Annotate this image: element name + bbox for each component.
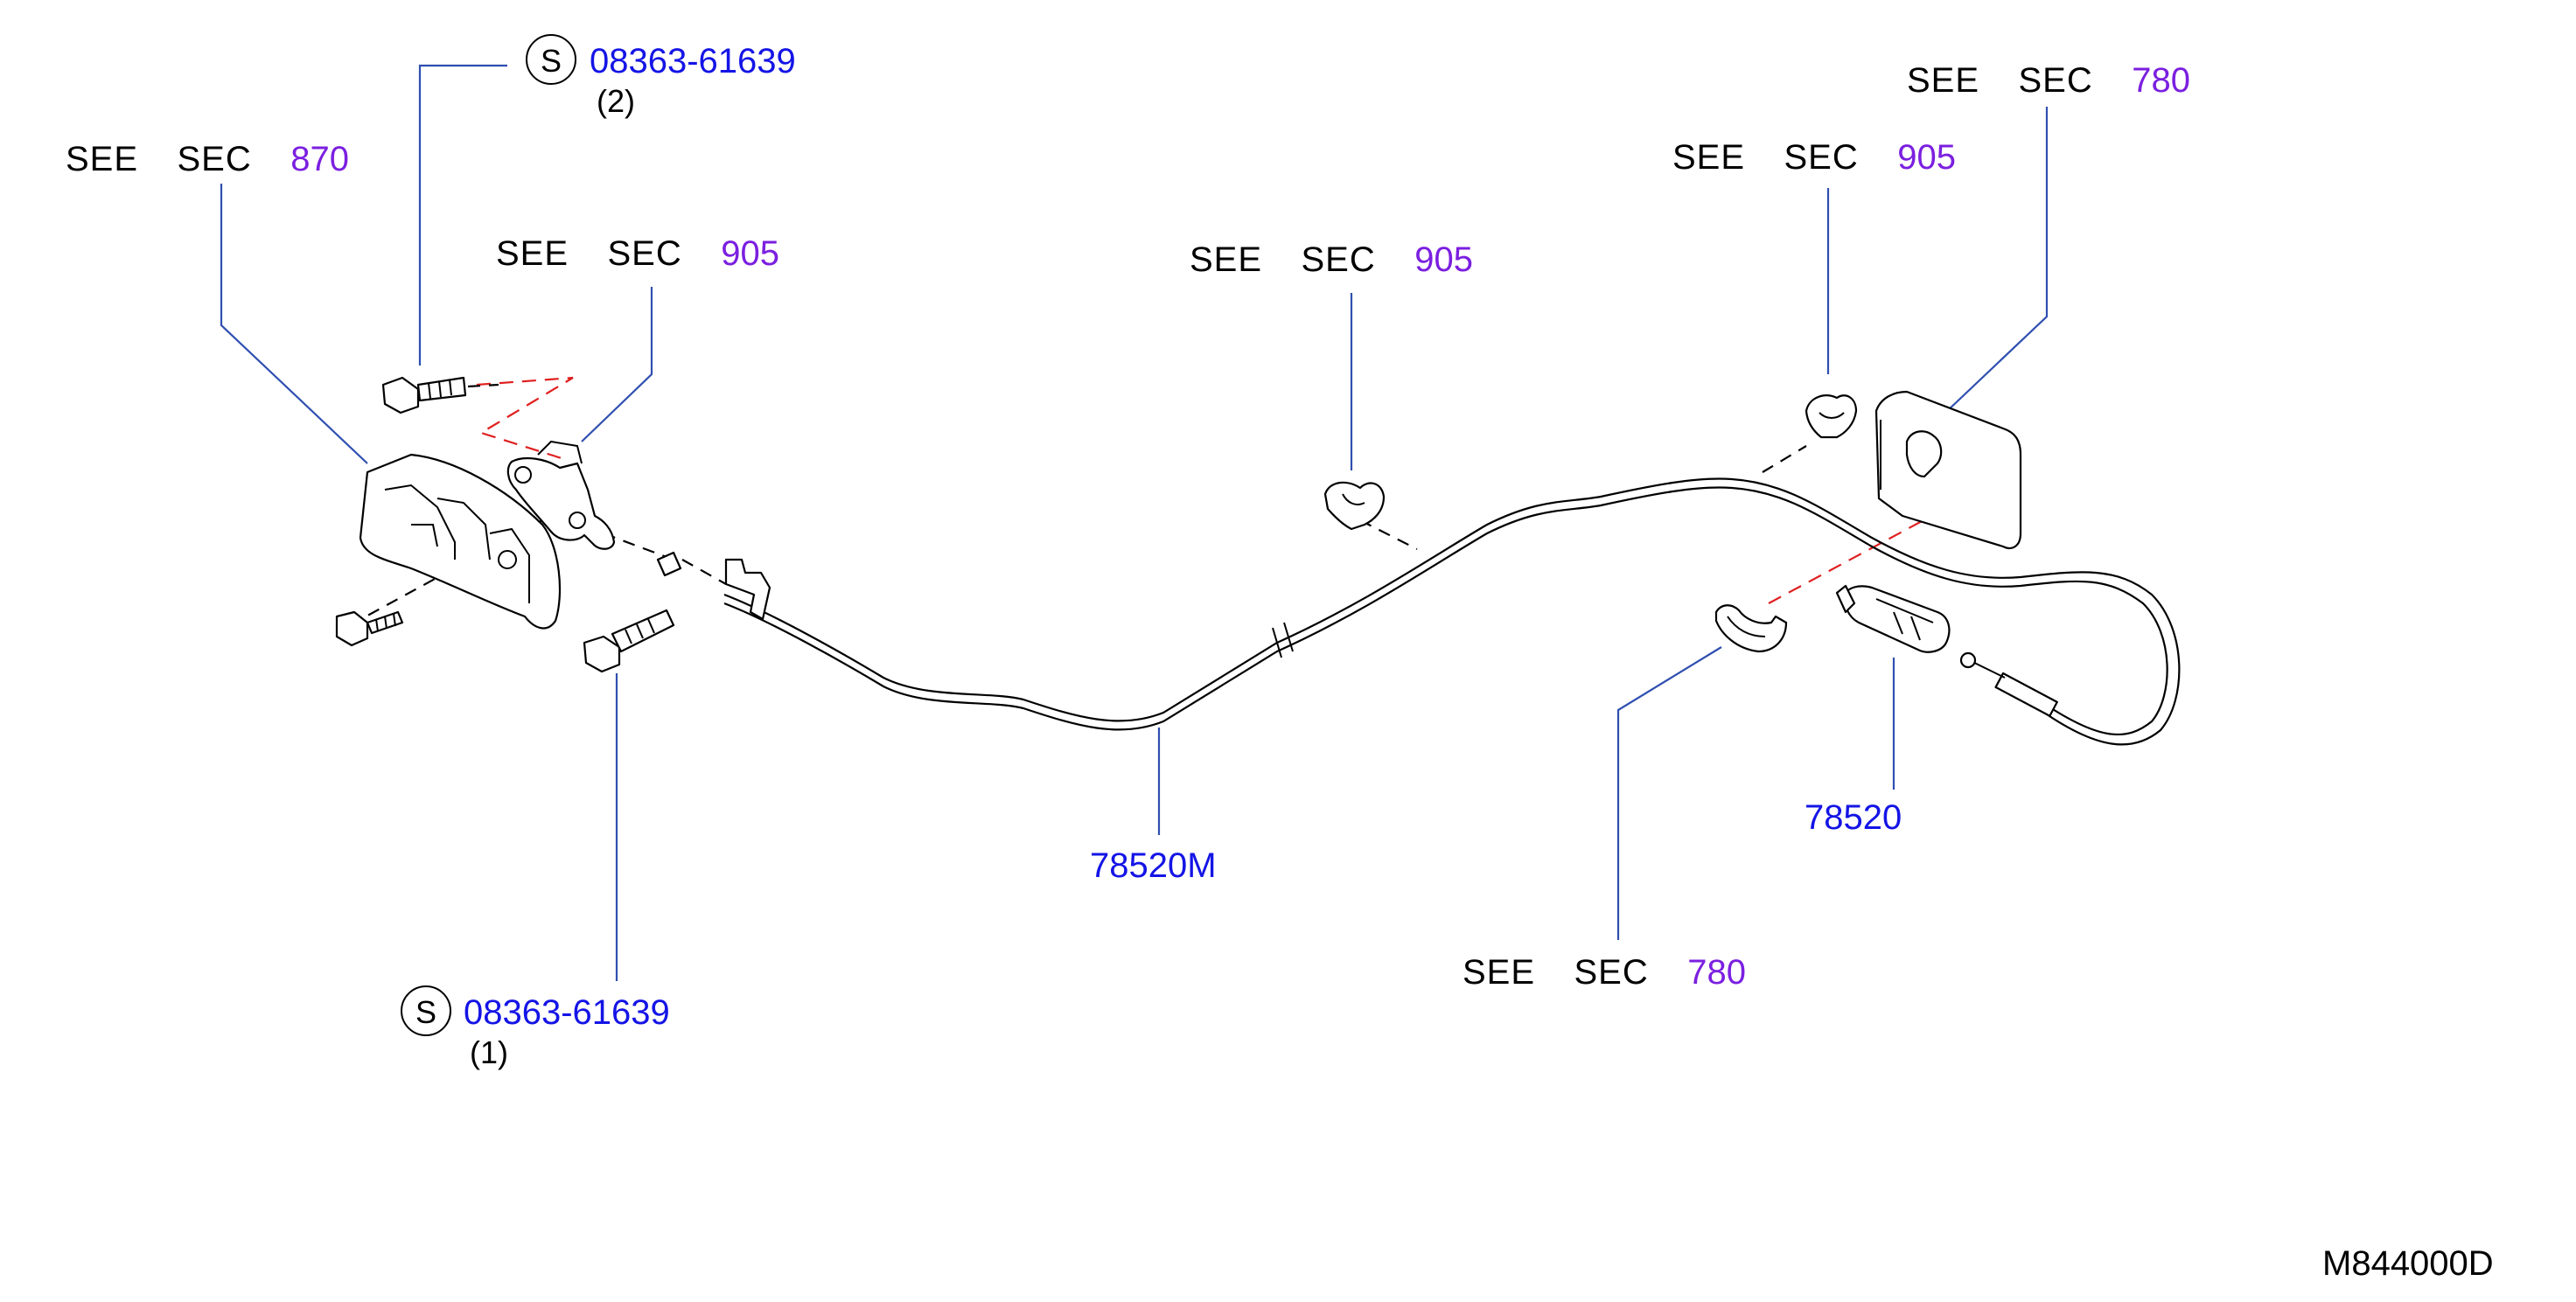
see-word: SEE [1907, 61, 1980, 100]
see-word: SEE [1463, 953, 1536, 992]
sec-word: SEC [1574, 953, 1649, 992]
standard-part-symbol: S [526, 34, 576, 85]
handle-bracket [1874, 390, 2022, 549]
callout-sec-870[interactable]: SEE SEC 870 [66, 142, 349, 177]
assembly-line-right-clip [1762, 445, 1807, 473]
section-number[interactable]: 780 [1687, 953, 1746, 992]
hood-lock-assembly [359, 453, 562, 630]
leader-sec780-top [1928, 107, 2049, 429]
release-cable-inner [723, 486, 2168, 736]
part-number-bolt-bottom[interactable]: 08363-61639 [464, 993, 670, 1032]
lock-bracket [506, 440, 616, 550]
part-number-bolt-top[interactable]: 08363-61639 [590, 42, 796, 80]
part-number-cable[interactable]: 78520M [1090, 846, 1217, 885]
section-number[interactable]: 905 [1414, 240, 1473, 279]
cable-band [1272, 622, 1294, 658]
cable-lock-end [656, 551, 771, 621]
section-number[interactable]: 905 [1897, 138, 1956, 177]
diagram-code: M844000D [2322, 1244, 2494, 1283]
leader-sec870 [220, 184, 368, 464]
callout-sec-780-top[interactable]: SEE SEC 780 [1907, 63, 2190, 98]
lock-screw [335, 610, 404, 647]
part-number-handle[interactable]: 78520 [1805, 798, 1902, 837]
standard-part-symbol: S [401, 985, 451, 1036]
sec-word: SEC [2018, 61, 2093, 100]
callout-sec-905-left[interactable]: SEE SEC 905 [496, 236, 779, 271]
leader-bolt-top [418, 64, 507, 366]
quantity-bolt-bottom: (1) [470, 1034, 508, 1070]
section-number[interactable]: 870 [290, 140, 349, 178]
callout-sec-905-right[interactable]: SEE SEC 905 [1672, 140, 1956, 175]
release-handle [1835, 584, 1951, 653]
see-word: SEE [1672, 138, 1746, 177]
quantity-bolt-top: (2) [597, 83, 635, 119]
cable-clip-mid [1323, 481, 1386, 531]
sec-word: SEC [1784, 138, 1859, 177]
handle-clip [1714, 604, 1788, 653]
release-cable [723, 477, 2181, 746]
sec-word: SEC [177, 140, 252, 178]
see-word: SEE [496, 234, 569, 273]
assembly-line-bracket [476, 376, 574, 461]
see-word: SEE [66, 140, 139, 178]
see-word: SEE [1190, 240, 1263, 279]
cable-end-ferrule [1959, 651, 2058, 717]
bolt-top [381, 376, 499, 414]
bolt-bottom [583, 609, 675, 673]
leader-sec905-left [581, 287, 653, 442]
callout-sec-905-mid[interactable]: SEE SEC 905 [1190, 242, 1473, 277]
section-number[interactable]: 905 [721, 234, 779, 273]
assembly-line-cable-end [681, 559, 727, 585]
sec-word: SEC [1301, 240, 1376, 279]
assembly-line-mid-clip [1359, 519, 1418, 550]
leader-sec780-bottom [1616, 646, 1722, 940]
cable-clip-right [1805, 394, 1858, 439]
sec-word: SEC [607, 234, 682, 273]
callout-sec-780-bottom[interactable]: SEE SEC 780 [1463, 955, 1746, 990]
section-number[interactable]: 780 [2132, 61, 2190, 100]
